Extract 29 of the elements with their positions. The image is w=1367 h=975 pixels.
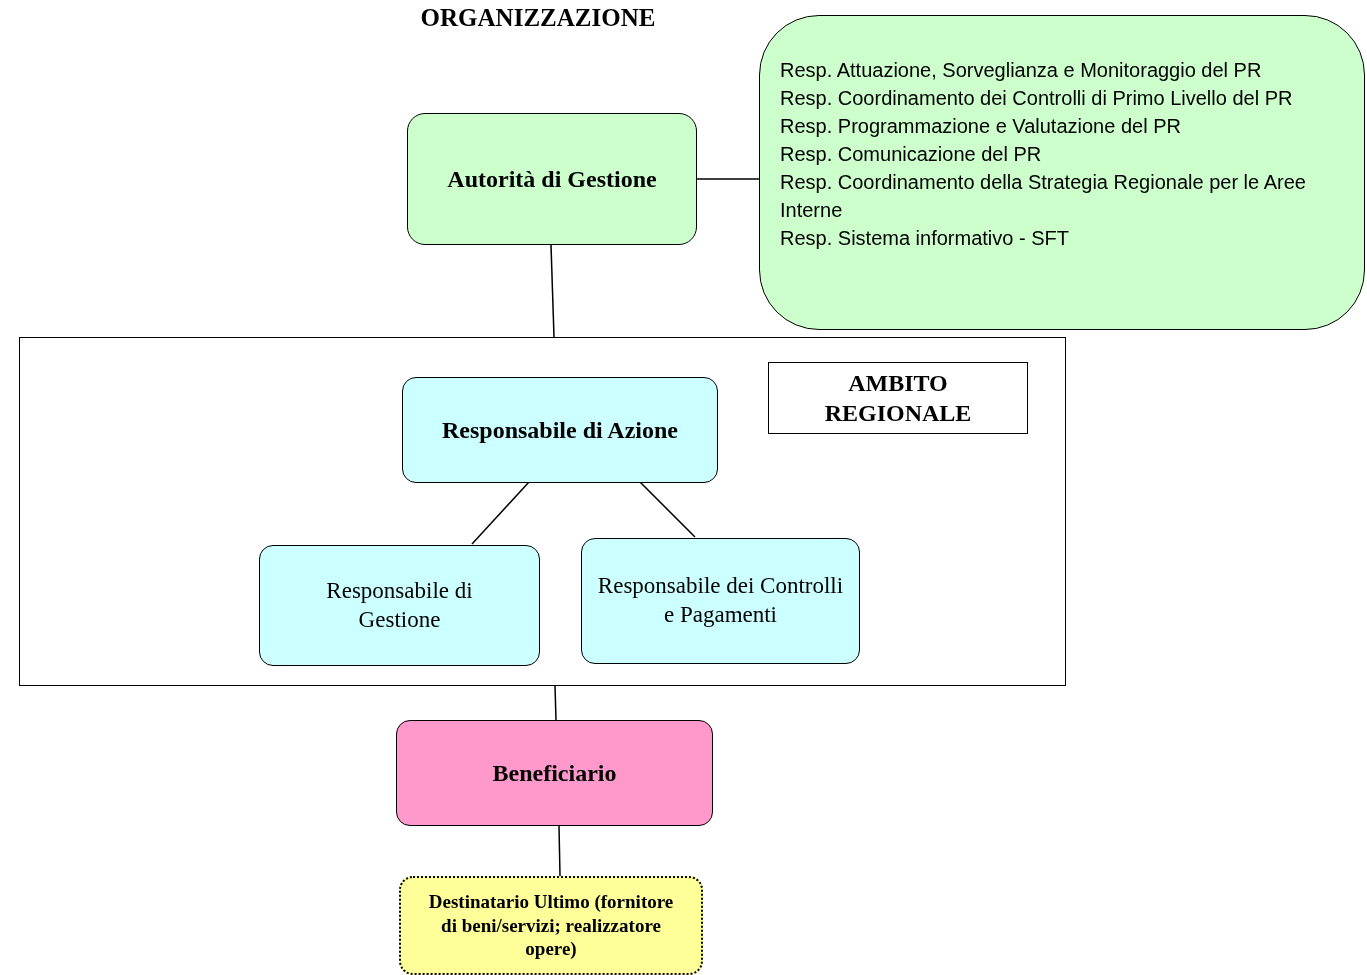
node-label: Responsabile di Azione [440, 416, 679, 445]
list-item: Resp. Attuazione, Sorveglianza e Monitoraggio del PR [780, 58, 1262, 83]
region-frame [19, 337, 1066, 686]
beneficiary-box [396, 720, 713, 826]
process-box [581, 538, 860, 664]
node-label: Destinatario Ultimo (fornitore di beni/servizi; realizzatore opere) [427, 889, 675, 962]
process-box [259, 545, 540, 666]
node-label: Responsabile dei Controlli e Pagamenti [596, 572, 845, 629]
node-label: Responsabile di Gestione [325, 576, 474, 634]
connector-line [639, 481, 696, 538]
connector-line [471, 481, 530, 545]
list-item: Resp. Coordinamento dei Controlli di Primo Livello del PR [780, 86, 1293, 111]
diagram-title: ORGANIZZAZIONE [419, 4, 657, 32]
list-item: Resp. Coordinamento della Strategia Regionale per le Aree Interne [780, 170, 1307, 223]
node-label: Autorità di Gestione [446, 165, 658, 194]
responsibilities-box [759, 15, 1365, 330]
node-label: AMBITO REGIONALE [823, 369, 973, 428]
list-item: Resp. Programmazione e Valutazione del PR [780, 114, 1181, 139]
list-item: Resp. Comunicazione del PR [780, 142, 1042, 167]
final-recipient-box [399, 876, 703, 975]
region-label-box [768, 362, 1028, 434]
authority-box [407, 113, 697, 245]
connector-line [558, 825, 561, 877]
connector-line [696, 178, 760, 180]
node-label: Beneficiario [491, 759, 618, 788]
connector-line [550, 244, 555, 338]
process-box [402, 377, 718, 483]
list-item: Resp. Sistema informativo - SFT [780, 226, 1069, 251]
connector-line [554, 685, 557, 721]
